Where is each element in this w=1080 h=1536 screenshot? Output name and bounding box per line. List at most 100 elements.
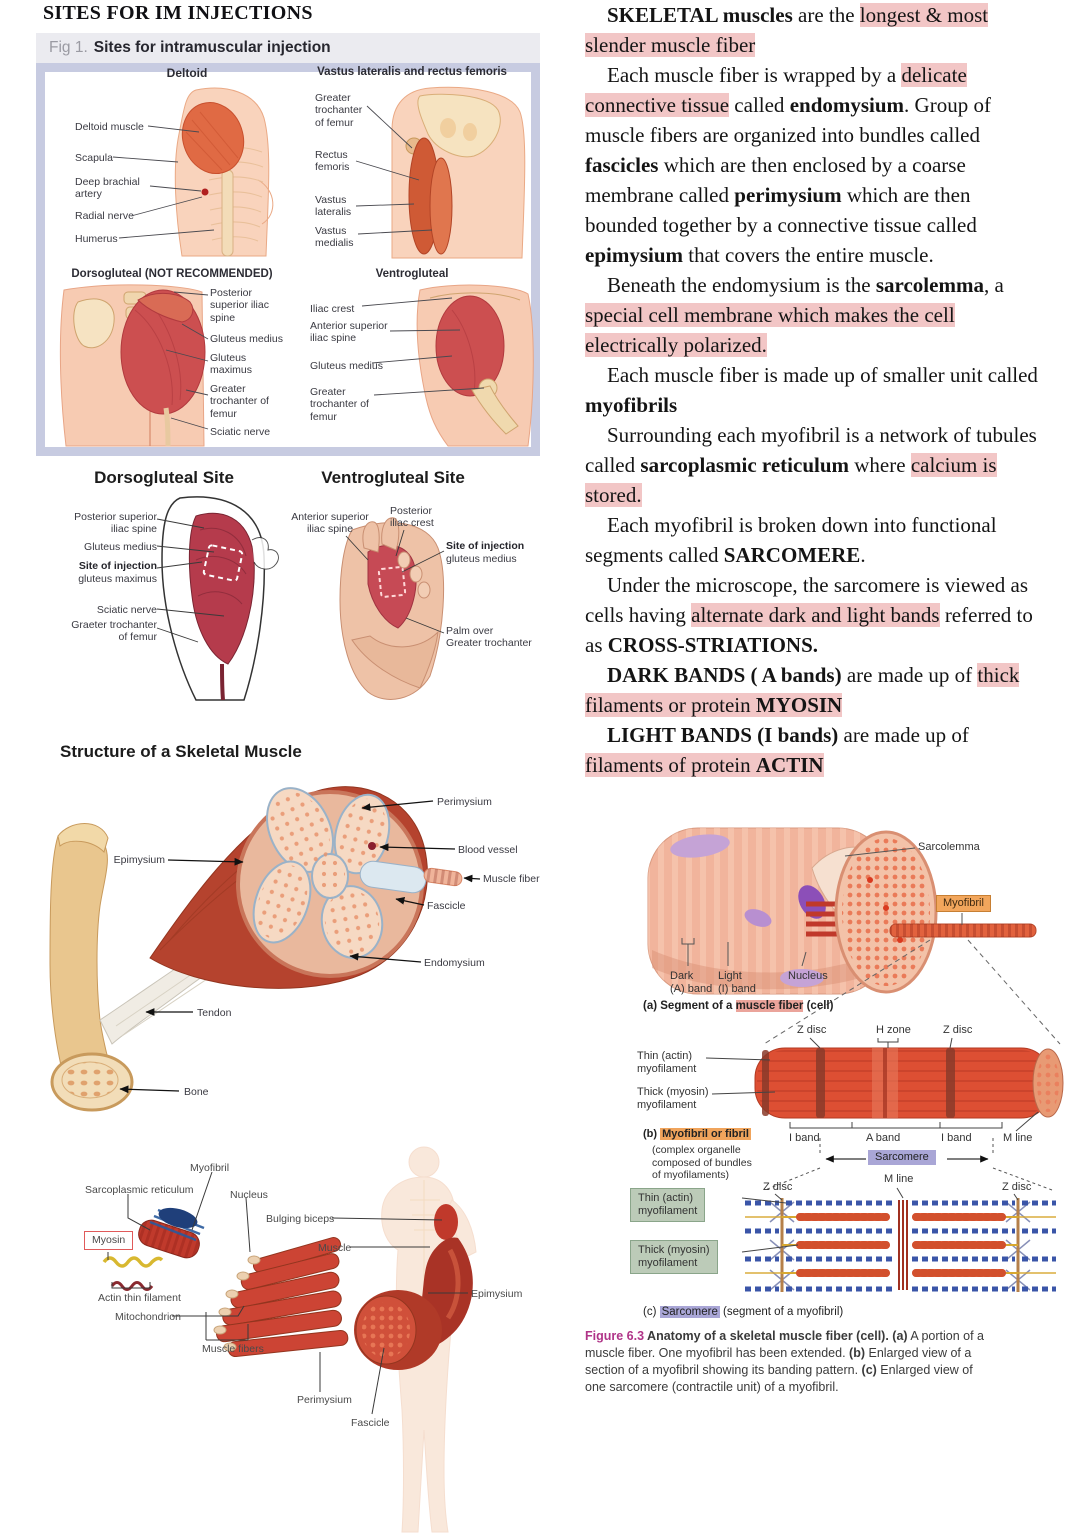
f63a-label-nucleus: Nucleus	[788, 970, 828, 982]
label-asis: Anterior superior iliac spine	[310, 320, 388, 345]
muscle-fiber-hierarchy-illustration	[102, 1146, 477, 1533]
f63a-label-myofibril: Myofibril	[936, 895, 991, 913]
f63b-caption: (b) Myofibril or fibril	[643, 1128, 751, 1140]
text-segment: MYOSIN	[755, 693, 843, 717]
f63c-label-mline: M line	[884, 1173, 914, 1185]
fiber-label-fascicle: Fascicle	[351, 1417, 390, 1429]
fiber-label-bulging-biceps: Bulging biceps	[266, 1213, 335, 1225]
f63b-label-sarcomere: Sarcomere	[868, 1150, 936, 1166]
article-paragraph: Surrounding each myofibril is a network …	[585, 420, 1040, 510]
label-greater-trochanter-v: Greater trochanter of femur	[310, 386, 369, 423]
fig1-header: Fig 1. Sites for intramuscular injection	[36, 33, 540, 63]
text-segment: Enlarged view of one sarcomere (contract…	[585, 1362, 973, 1394]
f63b-label-thin: Thin (actin) myofilament	[637, 1050, 697, 1076]
fig63a-illustration	[647, 827, 1061, 1045]
f63a-label-dark-band: Dark (A) band	[670, 970, 713, 996]
article-paragraph: Under the microscope, the sarcomere is v…	[585, 570, 1040, 660]
text-segment: (cell)	[803, 1000, 834, 1012]
text-segment: (c)	[643, 1306, 660, 1318]
fiber-label-sarcoplasmic-reticulum: Sarcoplasmic reticulum	[85, 1184, 194, 1196]
f63b-label-aband: A band	[866, 1132, 901, 1144]
article-paragraph: Each myofibril is broken down into funct…	[585, 510, 1040, 570]
f63a-label-light-band: Light (I) band	[718, 970, 756, 996]
text-segment: sarcoplasmic reticulum	[640, 453, 850, 477]
fig1-dorsogluteal-title: Dorsogluteal (NOT RECOMMENDED)	[71, 268, 273, 280]
label-rectus-femoris: Rectus femoris	[315, 149, 350, 174]
skeletal-muscle-structure-illustration	[49, 786, 481, 1112]
label-vastus-medialis: Vastus medialis	[315, 225, 354, 250]
article-paragraph: Each muscle fiber is wrapped by a delica…	[585, 60, 1040, 270]
f63a-label-sarcolemma: Sarcolemma	[918, 841, 980, 853]
struct-label-perimysium: Perimysium	[437, 796, 492, 808]
site-label-psis: Posterior superior iliac spine	[74, 511, 157, 536]
text-segment: Anatomy of a skeletal muscle fiber (cell…	[644, 1329, 893, 1343]
text-segment: .	[860, 543, 866, 567]
label-gluteus-medius-v: Gluteus medius	[310, 360, 383, 372]
f63b-label-iband-right: I band	[941, 1132, 972, 1144]
f63c-label-zdisc-right: Z disc	[1002, 1181, 1032, 1193]
fig1-title: Sites for intramuscular injection	[93, 39, 331, 56]
text-segment: special cell membrane which makes the ce…	[585, 303, 955, 357]
text-segment: endomysium	[789, 93, 905, 117]
f63b-label-thick: Thick (myosin) myofilament	[637, 1086, 709, 1112]
article-paragraph: LIGHT BANDS (I bands) are made up of fil…	[585, 720, 1040, 780]
struct-label-tendon: Tendon	[197, 1007, 232, 1019]
vsite-label-injection: Site of injection	[446, 540, 525, 552]
text-segment: . Group of muscle fibers are organized i…	[585, 93, 991, 147]
vsite-label-gluteus-medius: gluteus medius	[446, 553, 517, 565]
dorsogluteal-site-heading: Dorsogluteal Site	[94, 468, 234, 487]
text-segment: A portion of a muscle fiber. One myofibr…	[585, 1329, 985, 1360]
vsite-label-asis: Anterior superior iliac spine	[291, 511, 369, 536]
text-segment: SARCOMERE	[723, 543, 861, 567]
vsite-label-posterior-iliac-crest: Posterior iliac crest	[390, 505, 434, 530]
site-label-sciatic-nerve: Sciatic nerve	[96, 604, 157, 616]
text-segment: muscle fiber	[735, 1000, 804, 1012]
label-greater-trochanter-femur: Greater trochanter of femur	[210, 383, 269, 420]
fiber-label-mitochondrion: Mitochondrion	[115, 1311, 181, 1323]
label-deep-brachial-artery: Deep brachial artery	[75, 176, 140, 201]
text-segment: (a) Segment of a	[643, 1000, 736, 1012]
label-sciatic-nerve: Sciatic nerve	[210, 426, 271, 438]
text-segment: Each myofibril is broken down into funct…	[585, 513, 997, 567]
text-segment: Sarcomere	[659, 1306, 720, 1318]
text-segment: called	[729, 93, 790, 117]
f63c-caption: (c) Sarcomere (segment of a myofibril)	[643, 1306, 843, 1318]
ventrogluteal-site-illustration	[339, 517, 445, 700]
text-segment: (b)	[643, 1128, 661, 1140]
dorsogluteal-site-illustration	[156, 496, 279, 701]
text-segment: , a	[983, 273, 1004, 297]
label-deltoid-muscle: Deltoid muscle	[75, 121, 144, 133]
text-segment: fascicles	[585, 153, 659, 177]
text-segment: perimysium	[734, 183, 842, 207]
f63c-label-thin: Thin (actin) myofilament	[630, 1188, 706, 1223]
fiber-label-myofibril: Myofibril	[190, 1162, 230, 1174]
dorsogluteal-illustration	[59, 284, 209, 447]
text-segment: SKELETAL muscles	[607, 3, 793, 27]
f63b-label-zdisc-right: Z disc	[943, 1024, 973, 1036]
text-segment: LIGHT BANDS (I bands)	[607, 723, 839, 747]
text-segment: (a)	[892, 1329, 908, 1343]
text-segment: referred to as	[585, 603, 1033, 657]
label-vastus-lateralis: Vastus lateralis	[315, 194, 352, 219]
text-segment: Under the microscope, the sarcomere is v…	[585, 573, 1029, 627]
text-segment: filaments of protein	[585, 753, 756, 777]
text-segment: sarcolemma	[875, 273, 984, 297]
fig1-deltoid-title: Deltoid	[166, 66, 208, 80]
site-label-greater-trochanter: Graeter trochanter of femur	[71, 619, 157, 644]
fiber-label-muscle: Muscle	[318, 1242, 352, 1254]
fiber-label-nucleus: Nucleus	[230, 1189, 268, 1201]
text-segment: Each muscle fiber is wrapped by a	[607, 63, 902, 87]
site-label-injection: Site of injection	[78, 560, 157, 572]
page-title: SITES FOR IM INJECTIONS	[43, 2, 313, 24]
text-segment: epimysium	[585, 243, 684, 267]
site-label-gluteus-maximus: gluteus maximus	[78, 573, 157, 585]
text-segment: myofibrils	[585, 393, 678, 417]
fiber-label-myosin: Myosin	[84, 1231, 134, 1250]
label-radial-nerve: Radial nerve	[75, 210, 134, 222]
text-segment: ACTIN	[755, 753, 824, 777]
label-gluteus-maximus: Gluteus maximus	[210, 352, 253, 377]
fig1-ventrogluteal-title: Ventrogluteal	[375, 268, 449, 280]
fiber-label-actin: Actin thin filament	[98, 1292, 181, 1304]
article-paragraph: SKELETAL muscles are the longest & most …	[585, 0, 1040, 60]
